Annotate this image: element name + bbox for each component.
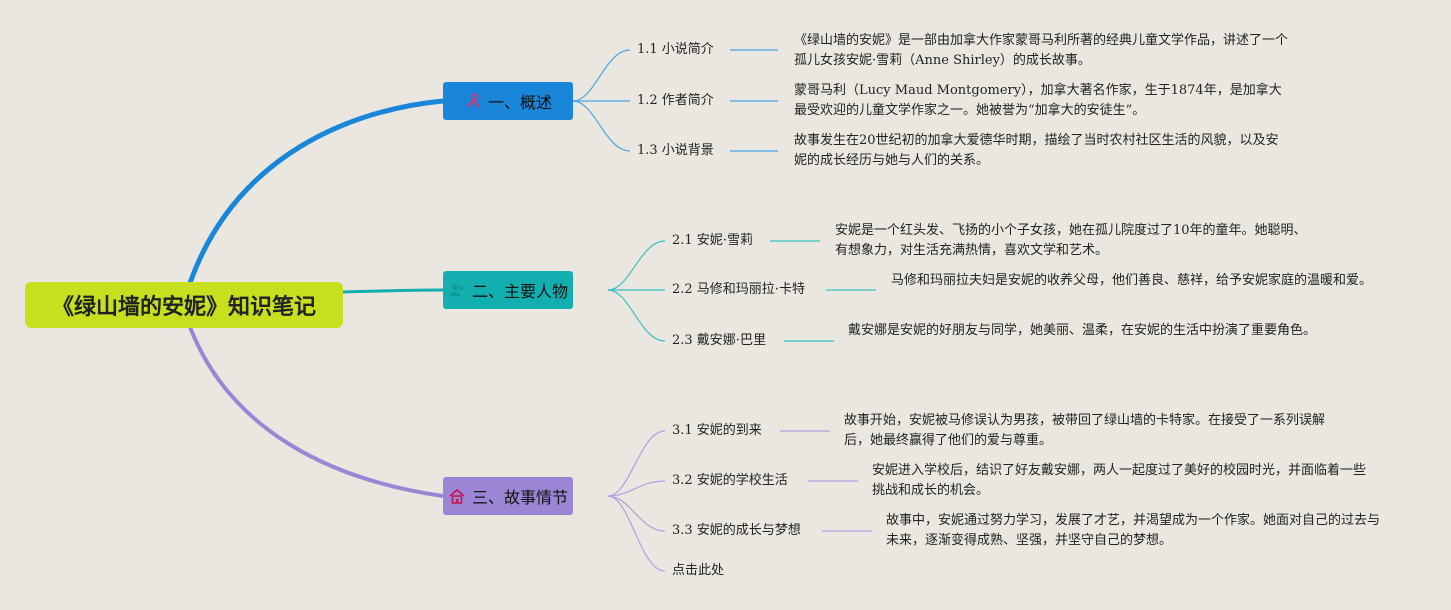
branch-characters-label: 二、主要人物 <box>471 282 568 301</box>
desc-2-3[interactable]: 戴安娜是安妮的好朋友与同学，她美丽、温柔，在安妮的生活中扮演了重要角色。 <box>848 323 1317 338</box>
branch-plot[interactable]: 三、故事情节 <box>443 477 573 515</box>
subtopic-1-1[interactable]: 1.1 小说简介 <box>637 42 714 57</box>
root-title: 《绿山墙的安妮》知识笔记 <box>51 295 316 320</box>
subtopic-2-1[interactable]: 2.1 安妮·雪莉 <box>672 233 753 248</box>
connector-root-b1 <box>187 98 444 284</box>
subtopic-2-3[interactable]: 2.3 戴安娜·巴里 <box>672 333 766 348</box>
desc-1-3[interactable]: 故事发生在20世纪初的加拿大爱德华时期，描绘了当时农村社区生活的风貌，以及安妮的… <box>794 133 1279 168</box>
connector-b2-s1 <box>607 240 666 291</box>
connector-b2-s3 <box>607 289 666 342</box>
connector-root-b3 <box>188 326 444 498</box>
click-here-placeholder[interactable]: 点击此处 <box>672 563 725 578</box>
branch-overview[interactable]: 一、概述 <box>443 82 573 120</box>
desc-2-1[interactable]: 安妮是一个红头发、飞扬的小个子女孩，她在孤儿院度过了10年的童年。她聪明、有想象… <box>835 223 1307 258</box>
subtopic-2-2[interactable]: 2.2 马修和玛丽拉·卡特 <box>672 282 805 297</box>
subtopic-3-2[interactable]: 3.2 安妮的学校生活 <box>672 473 788 488</box>
connector-root-b2 <box>342 288 444 294</box>
connector-b3-s2 <box>607 480 666 497</box>
root-topic[interactable]: 《绿山墙的安妮》知识笔记 <box>25 282 343 328</box>
desc-1-1[interactable]: 《绿山墙的安妮》是一部由加拿大作家蒙哥马利所著的经典儿童文学作品，讲述了一个孤儿… <box>794 33 1289 68</box>
connector-b3-s1 <box>607 430 666 497</box>
connector-b3-s4 <box>607 495 666 572</box>
house-icon <box>448 487 466 505</box>
desc-3-1[interactable]: 故事开始，安妮被马修误认为男孩，被带回了绿山墙的卡特家。在接受了一系列误解后，她… <box>844 413 1326 448</box>
desc-2-2[interactable]: 马修和玛丽拉夫妇是安妮的收养父母，他们善良、慈祥，给予安妮家庭的温暖和爱。 <box>891 273 1373 288</box>
subtopic-3-1[interactable]: 3.1 安妮的到来 <box>672 423 762 438</box>
subtopic-3-3[interactable]: 3.3 安妮的成长与梦想 <box>672 523 801 538</box>
people-icon <box>448 281 466 299</box>
branch-plot-label: 三、故事情节 <box>471 488 568 507</box>
connector-b3-s3 <box>607 495 666 532</box>
desc-3-3[interactable]: 故事中，安妮通过努力学习，发展了才艺，并渴望成为一个作家。她面对自己的过去与未来… <box>886 513 1381 548</box>
desc-1-2[interactable]: 蒙哥马利（Lucy Maud Montgomery），加拿大著名作家，生于187… <box>794 83 1282 118</box>
connector-b1-s3 <box>572 100 631 152</box>
desc-3-2[interactable]: 安妮进入学校后，结识了好友戴安娜，两人一起度过了美好的校园时光，并面临着一些挑战… <box>872 463 1367 498</box>
subtopic-1-3[interactable]: 1.3 小说背景 <box>637 143 714 158</box>
branch-overview-label: 一、概述 <box>487 93 552 112</box>
connector-b1-s1 <box>572 49 631 102</box>
branch-characters[interactable]: 二、主要人物 <box>443 271 573 309</box>
tools-icon <box>464 92 482 110</box>
subtopic-1-2[interactable]: 1.2 作者简介 <box>637 93 714 108</box>
